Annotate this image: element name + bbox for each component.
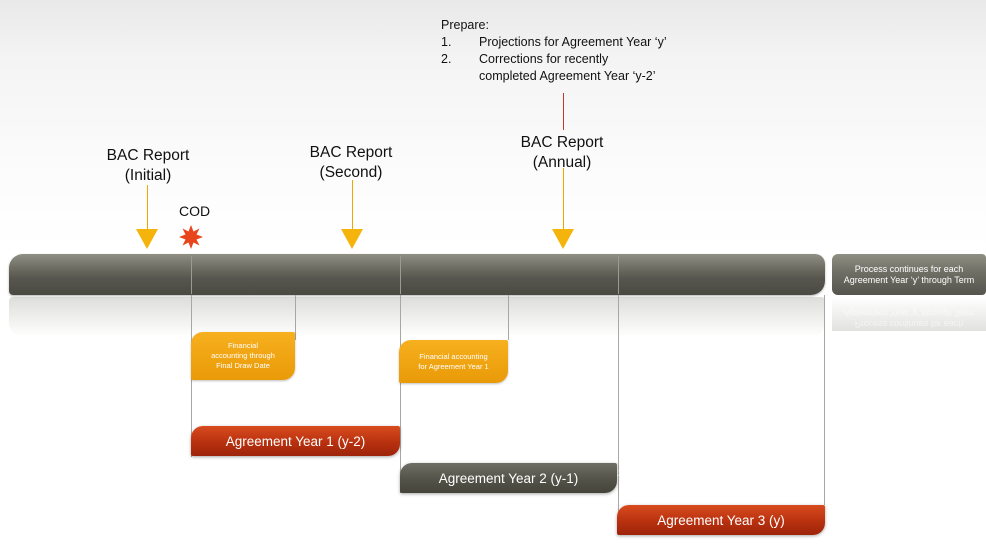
process-continues-note: Process continues for each Agreement Yea… bbox=[832, 254, 986, 295]
initial-pointer-line bbox=[147, 185, 148, 230]
financial-accounting-year-1: Financial accounting for Agreement Year … bbox=[399, 340, 508, 383]
financial-accounting-final-draw: Financial accounting through Final Draw … bbox=[191, 332, 295, 380]
financial1-end-line bbox=[295, 295, 296, 340]
timeline-separator-3 bbox=[618, 256, 619, 294]
initial-report-arrow-icon bbox=[136, 229, 158, 249]
cod-label: COD bbox=[179, 203, 211, 219]
timeline-separator-2 bbox=[400, 256, 401, 294]
cod-star-icon bbox=[179, 225, 203, 249]
timeline-separator-1 bbox=[191, 256, 192, 294]
prepare-note: Prepare: 1. Projections for Agreement Ye… bbox=[441, 17, 667, 85]
year3-start-line bbox=[618, 295, 619, 535]
duration-label: 2.6 wks bbox=[618, 468, 649, 478]
process-note-reflection: Process continues for each Agreement Yea… bbox=[832, 297, 986, 331]
timeline-bar-reflection bbox=[9, 297, 825, 337]
prepare-item-1: 1. Projections for Agreement Year ‘y’ bbox=[441, 35, 667, 49]
prepare-item-2-continuation: completed Agreement Year ‘y-2’ bbox=[479, 69, 656, 83]
annual-pointer-line bbox=[563, 168, 564, 230]
agreement-year-1-bar: Agreement Year 1 (y-2) bbox=[191, 426, 400, 456]
note-connector-line bbox=[563, 93, 564, 130]
financial2-end-line bbox=[508, 295, 509, 340]
bac-report-second-label: BAC Report (Second) bbox=[309, 144, 393, 181]
bac-report-annual-label: BAC Report (Annual) bbox=[520, 134, 604, 171]
prepare-item-2: 2. Corrections for recently bbox=[441, 52, 609, 66]
year3-end-line bbox=[824, 295, 825, 505]
annual-report-arrow-icon bbox=[552, 229, 574, 249]
prepare-heading: Prepare: bbox=[441, 18, 489, 32]
agreement-year-3-bar: Agreement Year 3 (y) bbox=[617, 505, 825, 535]
year2-start-line bbox=[400, 295, 401, 493]
process-continues-text: Process continues for each Agreement Yea… bbox=[843, 263, 975, 285]
bac-report-initial-label: BAC Report (Initial) bbox=[106, 147, 190, 184]
timeline-bar bbox=[9, 254, 825, 295]
second-pointer-line bbox=[352, 180, 353, 230]
second-report-arrow-icon bbox=[341, 229, 363, 249]
agreement-year-2-bar: Agreement Year 2 (y-1) bbox=[400, 463, 617, 493]
